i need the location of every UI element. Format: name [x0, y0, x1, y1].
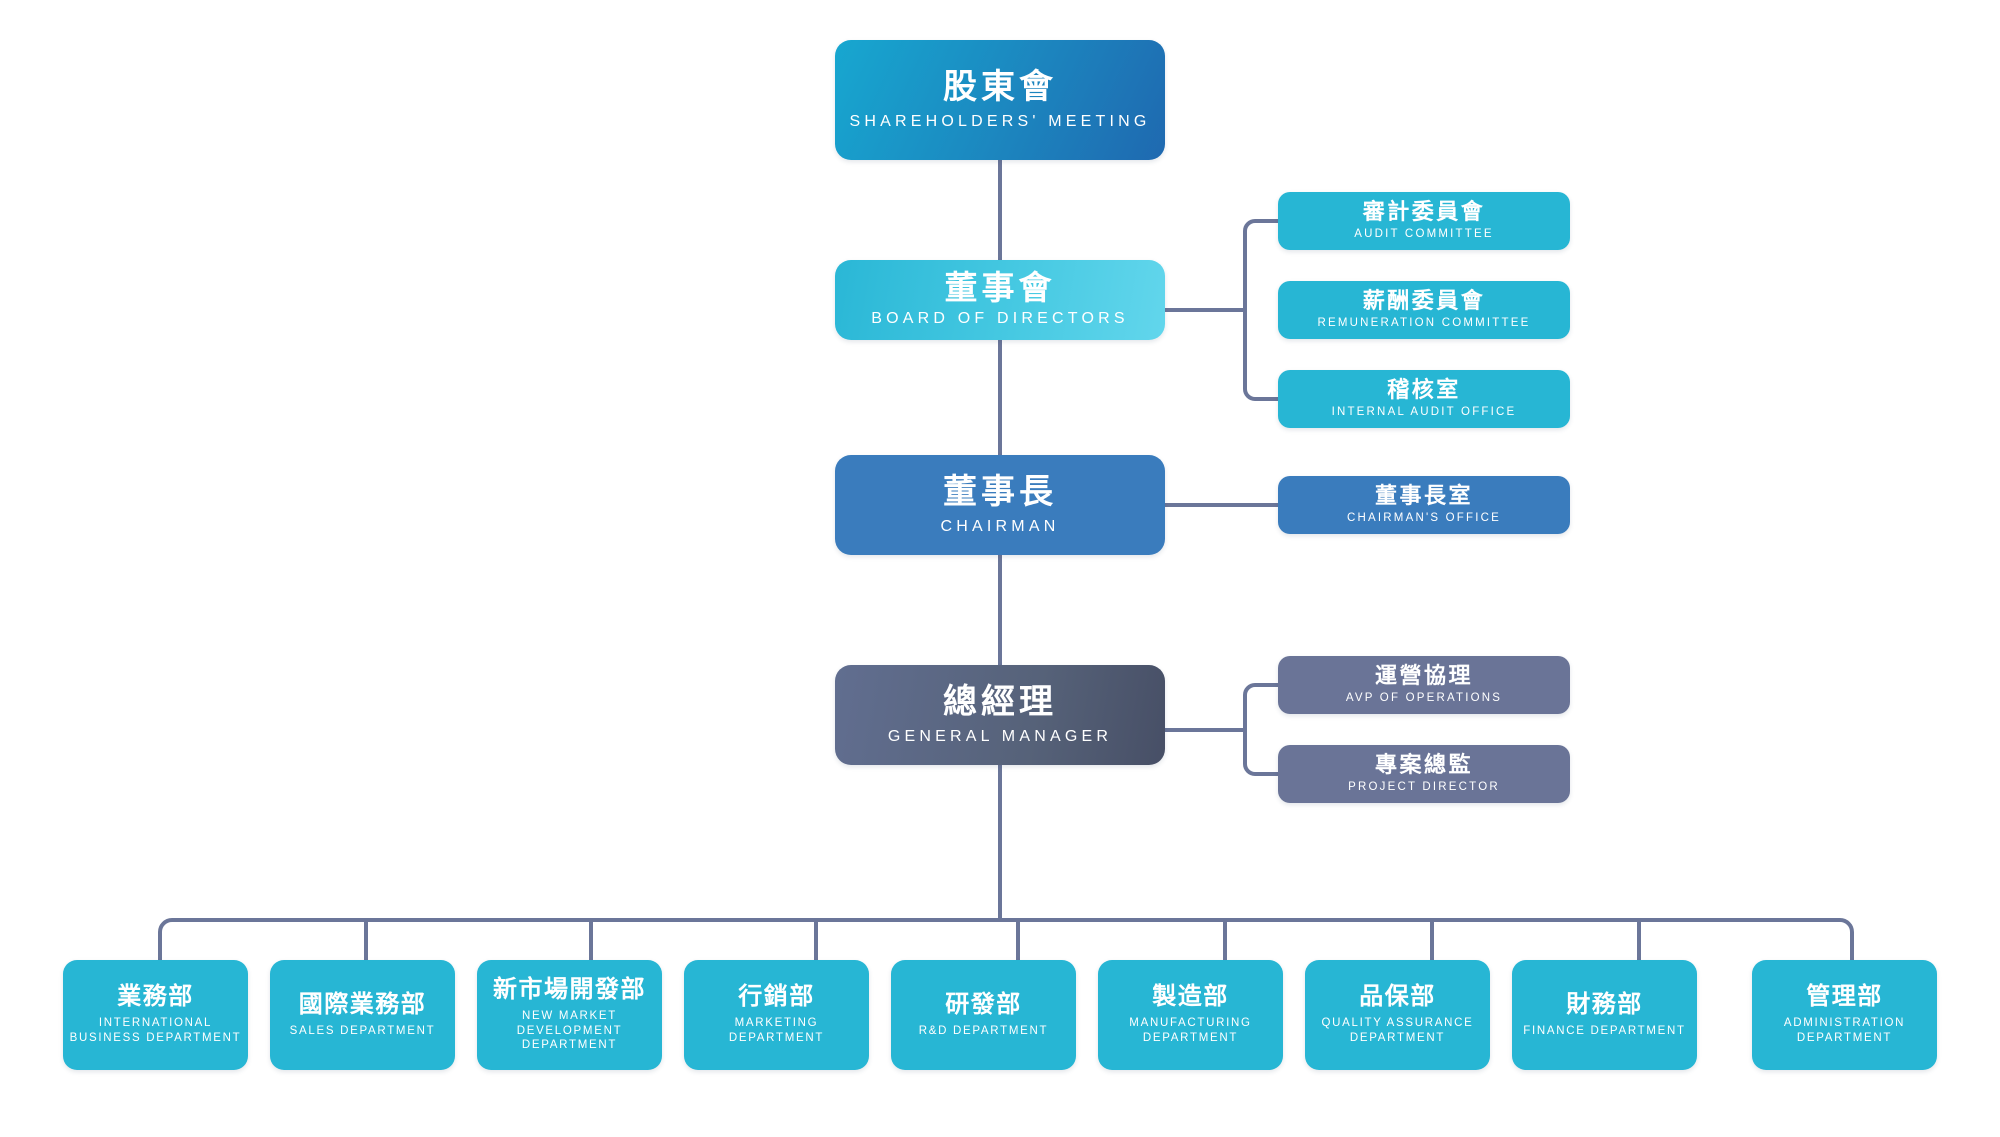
node-department-rnd[interactable]: 研發部 R&D DEPARTMENT	[891, 960, 1076, 1070]
node-title-zh: 管理部	[1806, 983, 1883, 1011]
node-title-zh: 業務部	[117, 983, 194, 1011]
node-title-zh: 總經理	[943, 682, 1057, 721]
node-title-en: FINANCE DEPARTMENT	[1523, 1024, 1686, 1037]
node-title-zh: 運營協理	[1374, 662, 1473, 688]
node-title-zh: 稽核室	[1387, 376, 1461, 402]
node-department-quality-assurance[interactable]: 品保部 QUALITY ASSURANCE DEPARTMENT	[1305, 960, 1490, 1070]
node-title-zh: 品保部	[1359, 983, 1436, 1011]
node-title-en: PROJECT DIRECTOR	[1348, 781, 1500, 794]
node-project-director[interactable]: 專案總監 PROJECT DIRECTOR	[1278, 745, 1570, 803]
node-title-zh: 董事長室	[1374, 482, 1473, 508]
node-title-zh: 財務部	[1566, 990, 1643, 1018]
node-title-zh: 研發部	[945, 990, 1022, 1018]
node-chairmans-office[interactable]: 董事長室 CHAIRMAN'S OFFICE	[1278, 476, 1570, 534]
node-general-manager[interactable]: 總經理 GENERAL MANAGER	[835, 665, 1165, 765]
node-title-en: ADMINISTRATION DEPARTMENT	[1783, 1017, 1906, 1044]
node-title-zh: 新市場開發部	[493, 975, 646, 1003]
node-title-zh: 薪酬委員會	[1362, 287, 1486, 313]
node-chairman[interactable]: 董事長 CHAIRMAN	[835, 455, 1165, 555]
node-board-of-directors[interactable]: 董事會 BOARD OF DIRECTORS	[835, 260, 1165, 340]
node-title-zh: 董事會	[944, 269, 1056, 307]
node-title-en: SHAREHOLDERS' MEETING	[849, 112, 1151, 130]
node-title-en: INTERNAL AUDIT OFFICE	[1331, 406, 1517, 419]
node-department-finance[interactable]: 財務部 FINANCE DEPARTMENT	[1512, 960, 1697, 1070]
node-department-sales-intl-business[interactable]: 業務部 INTERNATIONAL BUSINESS DEPARTMENT	[63, 960, 248, 1070]
connector-gm-staff-bracket	[1243, 683, 1280, 776]
node-department-international-sales[interactable]: 國際業務部 SALES DEPARTMENT	[270, 960, 455, 1070]
node-remuneration-committee[interactable]: 薪酬委員會 REMUNERATION COMMITTEE	[1278, 281, 1570, 339]
connector-department-bar	[158, 918, 1854, 962]
node-title-en: CHAIRMAN	[940, 517, 1060, 535]
node-title-en: QUALITY ASSURANCE DEPARTMENT	[1321, 1017, 1474, 1044]
node-title-zh: 行銷部	[738, 983, 815, 1011]
node-title-en: REMUNERATION COMMITTEE	[1317, 317, 1531, 330]
node-title-zh: 國際業務部	[298, 990, 427, 1018]
node-title-zh: 審計委員會	[1362, 198, 1486, 224]
node-title-en: GENERAL MANAGER	[887, 727, 1113, 745]
node-title-en: R&D DEPARTMENT	[918, 1024, 1049, 1037]
node-title-zh: 製造部	[1152, 983, 1229, 1011]
node-title-en: BOARD OF DIRECTORS	[871, 310, 1129, 328]
connector-committee-bracket	[1243, 219, 1280, 401]
node-title-en: INTERNATIONAL BUSINESS DEPARTMENT	[69, 1017, 242, 1044]
node-title-en: AVP OF OPERATIONS	[1345, 692, 1503, 705]
node-title-en: AUDIT COMMITTEE	[1354, 228, 1494, 241]
node-department-new-market-development[interactable]: 新市場開發部 NEW MARKET DEVELOPMENT DEPARTMENT	[477, 960, 662, 1070]
node-audit-committee[interactable]: 審計委員會 AUDIT COMMITTEE	[1278, 192, 1570, 250]
node-avp-of-operations[interactable]: 運營協理 AVP OF OPERATIONS	[1278, 656, 1570, 714]
node-title-en: MANUFACTURING DEPARTMENT	[1129, 1017, 1252, 1044]
node-title-en: NEW MARKET DEVELOPMENT DEPARTMENT	[516, 1009, 623, 1052]
node-internal-audit-office[interactable]: 稽核室 INTERNAL AUDIT OFFICE	[1278, 370, 1570, 428]
node-title-en: MARKETING DEPARTMENT	[728, 1017, 825, 1044]
node-department-administration[interactable]: 管理部 ADMINISTRATION DEPARTMENT	[1752, 960, 1937, 1070]
node-department-manufacturing[interactable]: 製造部 MANUFACTURING DEPARTMENT	[1098, 960, 1283, 1070]
node-title-zh: 專案總監	[1374, 751, 1473, 777]
node-shareholders-meeting[interactable]: 股東會 SHAREHOLDERS' MEETING	[835, 40, 1165, 160]
node-title-en: CHAIRMAN'S OFFICE	[1347, 512, 1501, 525]
node-title-zh: 股東會	[943, 67, 1057, 106]
node-department-marketing[interactable]: 行銷部 MARKETING DEPARTMENT	[684, 960, 869, 1070]
node-title-zh: 董事長	[943, 472, 1057, 511]
node-title-en: SALES DEPARTMENT	[289, 1024, 436, 1037]
